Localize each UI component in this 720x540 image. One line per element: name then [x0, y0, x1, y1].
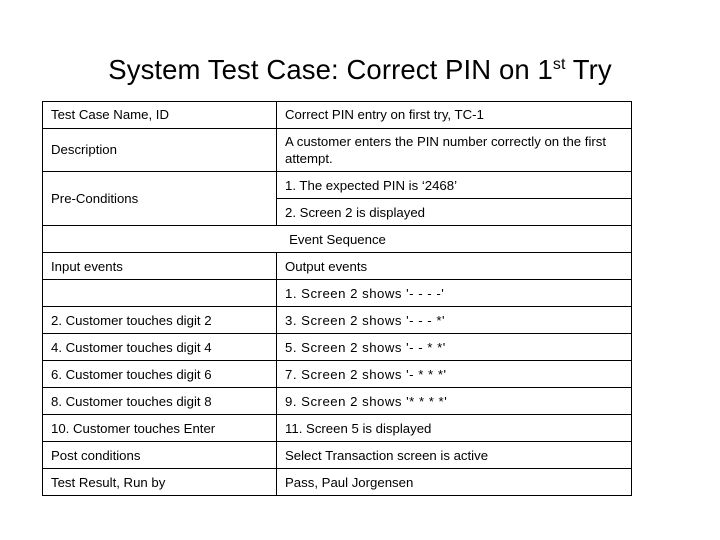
cell-event-step-8-input: 8. Customer touches digit 8: [42, 387, 277, 416]
cell-description-value: A customer enters the PIN number correct…: [276, 127, 632, 173]
table-row: 2. Customer touches digit 2 3. Screen 2 …: [42, 306, 632, 335]
cell-event-step-8-output: 9. Screen 2 shows '* * * *': [276, 387, 632, 416]
page-title-suffix: Try: [565, 54, 612, 86]
cell-event-step-4-output: 5. Screen 2 shows '- - * *': [276, 333, 632, 362]
cell-event-step-2-input: 2. Customer touches digit 2: [42, 306, 277, 335]
page-title: System Test Case: Correct PIN on 1st Try: [0, 54, 720, 86]
cell-event-step-6-output: 7. Screen 2 shows '- * * *': [276, 360, 632, 389]
cell-test-case-name-label: Test Case Name, ID: [42, 101, 277, 129]
page-title-ordinal-suffix: st: [552, 56, 566, 74]
cell-event-step-4-input: 4. Customer touches digit 4: [42, 333, 277, 362]
table-row: Input events Output events: [42, 252, 632, 281]
page-title-prefix: System Test Case: Correct PIN on 1: [108, 54, 553, 86]
cell-input-events-header: Input events: [42, 252, 277, 281]
cell-output-events-header: Output events: [276, 252, 632, 281]
table-row: Post conditions Select Transaction scree…: [42, 441, 632, 470]
table-row: Event Sequence: [42, 225, 632, 254]
cell-test-result-label: Test Result, Run by: [42, 468, 277, 497]
cell-description-label: Description: [42, 127, 277, 173]
table-row: 8. Customer touches digit 8 9. Screen 2 …: [42, 387, 632, 416]
table-row: 2. Screen 2 is displayed: [43, 198, 632, 227]
table-row: Description A customer enters the PIN nu…: [42, 127, 632, 173]
table-row: Test Result, Run by Pass, Paul Jorgensen: [42, 468, 632, 497]
cell-post-conditions-value: Select Transaction screen is active: [276, 441, 632, 470]
cell-event-step-10-input: 10. Customer touches Enter: [42, 414, 277, 443]
table-row: Pre-Conditions 1. The expected PIN is ‘2…: [42, 171, 632, 227]
cell-event-step-6-input: 6. Customer touches digit 6: [42, 360, 277, 389]
table-row: 10. Customer touches Enter 11. Screen 5 …: [42, 414, 632, 443]
cell-test-case-name-value: Correct PIN entry on first try, TC-1: [276, 101, 632, 129]
cell-event-step-1-output: 1. Screen 2 shows '- - - -': [276, 279, 632, 308]
test-case-table: Test Case Name, ID Correct PIN entry on …: [42, 101, 632, 497]
cell-event-step-10-output: 11. Screen 5 is displayed: [276, 414, 632, 443]
cell-event-step-2-output: 3. Screen 2 shows '- - - *': [276, 306, 632, 335]
cell-post-conditions-label: Post conditions: [42, 441, 277, 470]
table-row: 1. Screen 2 shows '- - - -': [42, 279, 632, 308]
cell-pre-condition-1-value: 1. The expected PIN is ‘2468’: [276, 171, 632, 200]
cell-pre-condition-2-value: 2. Screen 2 is displayed: [276, 198, 632, 227]
cell-pre-conditions-label: Pre-Conditions: [42, 171, 277, 227]
test-case-table-container: Test Case Name, ID Correct PIN entry on …: [42, 101, 632, 497]
table-row: 6. Customer touches digit 6 7. Screen 2 …: [42, 360, 632, 389]
table-row: Test Case Name, ID Correct PIN entry on …: [42, 101, 632, 129]
cell-test-result-value: Pass, Paul Jorgensen: [276, 468, 632, 497]
table-row: 4. Customer touches digit 4 5. Screen 2 …: [42, 333, 632, 362]
cell-event-step-1-input: [42, 279, 277, 308]
cell-event-sequence-header: Event Sequence: [42, 225, 632, 254]
